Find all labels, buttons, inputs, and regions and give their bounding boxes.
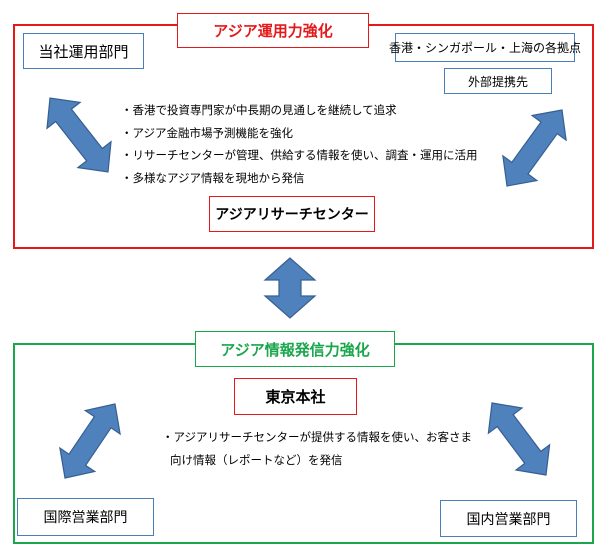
external-partner-box: 外部提携先: [444, 68, 552, 94]
asia-research-center-box: アジアリサーチセンター: [209, 196, 375, 232]
bottom-description: ・アジアリサーチセンターが提供する情報を使い、お客さま 向け情報（レポートなど）…: [162, 426, 473, 472]
double-arrow-icon: [263, 257, 317, 319]
tokyo-hq-box: 東京本社: [234, 378, 357, 415]
bullet-item: ・香港で投資専門家が中長期の見通しを継続して追求: [121, 103, 397, 117]
double-arrow-icon: [487, 402, 551, 476]
own-investment-dept-box: 当社運用部門: [23, 33, 144, 69]
double-arrow-icon: [502, 109, 567, 187]
bottom-title: アジア情報発信力強化: [195, 331, 395, 367]
double-arrow-icon: [46, 97, 112, 173]
double-arrow-icon: [59, 403, 121, 479]
bullet-item: ・リサーチセンターが管理、供給する情報を使い、調査・運用に活用: [121, 148, 478, 162]
top-bullet-list: ・香港で投資専門家が中長期の見通しを継続して追求 ・アジア金融市場予測機能を強化…: [121, 99, 481, 189]
international-sales-box: 国際営業部門: [17, 498, 154, 536]
top-title: アジア運用力強化: [177, 13, 369, 48]
domestic-sales-box: 国内営業部門: [440, 500, 577, 537]
description-line: 向け情報（レポートなど）を発信: [170, 453, 343, 467]
bullet-item: ・多様なアジア情報を現地から発信: [121, 170, 305, 185]
description-line: ・アジアリサーチセンターが提供する情報を使い、お客さま: [162, 430, 473, 444]
bullet-item: ・アジア金融市場予測機能を強化: [121, 125, 294, 140]
overseas-hubs-box: 香港・シンガポール・上海の各拠点: [389, 33, 581, 62]
